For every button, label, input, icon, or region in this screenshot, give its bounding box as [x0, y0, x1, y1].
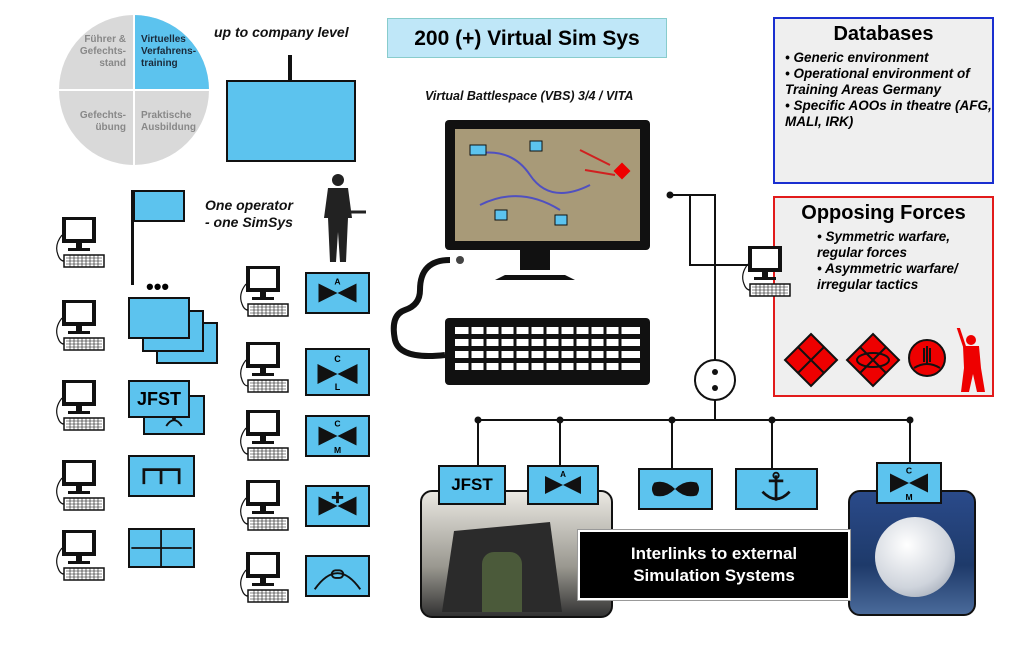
opfor-item: Asymmetric warfare/ irregular tactics: [817, 261, 982, 293]
unit-symbol-engineer: [128, 455, 195, 497]
title-banner: 200 (+) Virtual Sim Sys: [387, 18, 667, 58]
unit-symbol-grid: [128, 528, 195, 568]
opfor-computer-icon: [738, 244, 796, 302]
insurgent-icon: [956, 328, 985, 392]
hq-pole: [288, 55, 292, 81]
network-hub-icon: [694, 359, 736, 401]
computer-icon: [52, 458, 110, 516]
flag-pole: [131, 190, 134, 285]
unit-letter: M: [905, 492, 912, 502]
jfst-symbol: JFST: [128, 380, 190, 418]
operator-label-line2: - one SimSys: [205, 214, 293, 230]
stacked-unit-symbol: [128, 297, 190, 339]
databases-item: Specific AOOs in theatre (AFG, MALI, IRK…: [785, 98, 992, 130]
unit-symbol-recon: [305, 555, 370, 597]
aviation-symbol: [638, 468, 713, 510]
unit-letter: C: [906, 466, 912, 476]
databases-title: Databases: [833, 23, 934, 45]
enemy-infantry-icon: [783, 332, 839, 388]
opposing-forces-panel: Opposing Forces Symmetric warfare, regul…: [773, 196, 994, 397]
external-unit-a-symbol: A: [527, 465, 599, 505]
naval-anchor-symbol: [735, 468, 818, 510]
vbs-workstation: [390, 120, 650, 385]
databases-panel: Databases Generic environment Operationa…: [773, 17, 994, 184]
computer-icon: [236, 340, 294, 398]
opfor-symbols: [783, 328, 985, 392]
pie-label-virtuell: Virtuelles Verfahrens-training: [141, 34, 197, 69]
vbs-label: Virtual Battlespace (VBS) 3/4 / VITA: [425, 89, 634, 103]
dome-simulator-photo: [848, 490, 976, 616]
computer-icon: [52, 378, 110, 436]
opfor-title: Opposing Forces: [801, 202, 966, 224]
unit-symbol-medical: [305, 485, 370, 527]
platoon-flag-symbol: [133, 190, 185, 222]
interlinks-label: Interlinks to external Simulation System…: [577, 529, 851, 601]
pie-label-gefechtsuebung: Gefechts-übung: [79, 110, 126, 133]
training-pie: [59, 15, 209, 165]
databases-item: Operational environment of Training Area…: [785, 66, 992, 98]
enemy-armor-icon: [845, 332, 901, 388]
unit-letter: C: [334, 419, 340, 429]
unit-symbol-a: A: [305, 272, 370, 314]
company-hq-symbol: [226, 80, 356, 162]
unit-letter: M: [334, 445, 341, 455]
computer-icon: [52, 528, 110, 586]
computer-icon: [236, 478, 294, 536]
unit-letter: L: [335, 382, 341, 392]
computer-icon: [236, 550, 294, 608]
computer-icon: [52, 215, 110, 273]
unit-letter: A: [560, 470, 566, 479]
computer-icon: [236, 264, 294, 322]
unit-letter: C: [334, 354, 341, 364]
ellipsis-icon: •••: [146, 274, 170, 299]
databases-item: Generic environment: [785, 50, 992, 66]
external-jfst-symbol: JFST: [438, 465, 506, 505]
pie-slice-highlight: [134, 15, 209, 90]
computer-icon: [52, 298, 110, 356]
enemy-irregular-icon: [908, 339, 946, 377]
operator-label-line1: One operator: [205, 197, 293, 213]
pie-label-praktisch: Praktische Ausbildung: [141, 110, 196, 133]
unit-letter: A: [334, 276, 340, 286]
pie-label-fuehrer: Führer & Gefechts-stand: [79, 34, 126, 69]
soldier-icon: [324, 174, 366, 262]
company-level-label: up to company level: [214, 24, 349, 40]
opfor-item: Symmetric warfare, regular forces: [817, 229, 982, 261]
computer-icon: [236, 408, 294, 466]
operator-label: One operator - one SimSys: [205, 197, 293, 231]
